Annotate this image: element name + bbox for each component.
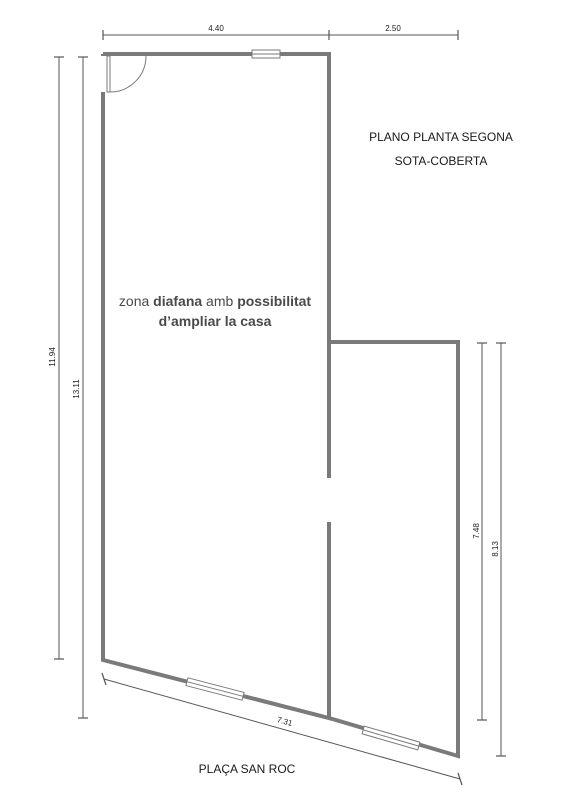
dim-top-left-width: 4.40 [208, 24, 224, 33]
right-dimensions: 7.48 8.13 [472, 342, 506, 757]
left-dimensions: 11.94 13.11 [48, 56, 88, 719]
dim-right-inner-height: 7.48 [472, 523, 481, 539]
street-label: PLAÇA SAN ROC [199, 762, 296, 776]
zone-label-run-1: diafana [153, 293, 202, 309]
dim-left-inner-height: 13.11 [72, 379, 81, 399]
zone-label-run-2: amb [202, 293, 237, 309]
top-dimension: 4.40 2.50 [102, 24, 459, 40]
zone-label-line2: d’ampliar la casa [159, 313, 272, 329]
dim-left-outer-height: 11.94 [48, 347, 57, 367]
top-window [251, 49, 281, 59]
zone-label-run-3: possibilitat [237, 293, 311, 309]
plan-title-line1: PLANO PLANTA SEGONA [369, 130, 513, 144]
bottom-window-left [185, 677, 245, 701]
bottom-window-right [361, 725, 421, 751]
dim-right-outer-height: 8.13 [491, 541, 500, 557]
bottom-dimension: 7.31 [101, 672, 463, 786]
entrance-door [101, 55, 147, 93]
zone-label-line2-text: d’ampliar la casa [159, 313, 272, 329]
dim-bottom-diagonal: 7.31 [276, 715, 294, 728]
zone-label-line1: zona diafana amb possibilitat [119, 293, 312, 309]
interior-opening [325, 478, 333, 522]
plan-title-line2: SOTA-COBERTA [395, 154, 488, 168]
dim-top-right-width: 2.50 [385, 24, 401, 33]
zone-label-run-0: zona [119, 293, 153, 309]
